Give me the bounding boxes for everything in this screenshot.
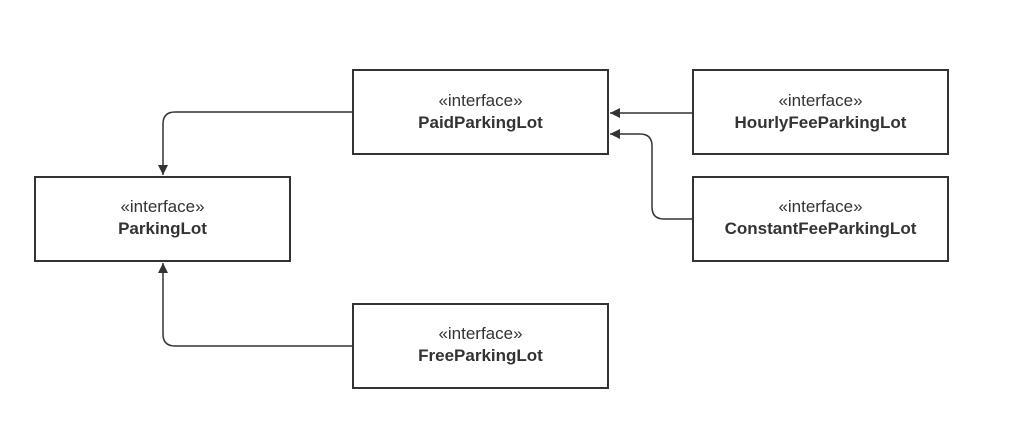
paid-parking-lot-name: PaidParkingLot: [418, 113, 543, 132]
parking-lot-name: ParkingLot: [118, 219, 207, 238]
free-parking-lot-name: FreeParkingLot: [418, 346, 543, 365]
paid-parking-lot-stereotype: «interface»: [438, 91, 522, 110]
constant-fee-parking-lot-stereotype: «interface»: [778, 197, 862, 216]
edge-constant-to-paid: [610, 129, 693, 220]
node-parking-lot: «interface» ParkingLot: [34, 176, 291, 262]
edge-free-to-parking: [158, 263, 353, 347]
node-paid-parking-lot: «interface» PaidParkingLot: [352, 69, 609, 155]
free-parking-lot-stereotype: «interface»: [438, 324, 522, 343]
parking-lot-stereotype: «interface»: [120, 197, 204, 216]
node-hourly-fee-parking-lot: «interface» HourlyFeeParkingLot: [692, 69, 949, 155]
hourly-fee-parking-lot-stereotype: «interface»: [778, 91, 862, 110]
hourly-fee-parking-lot-name: HourlyFeeParkingLot: [735, 113, 907, 132]
edges: [158, 108, 693, 347]
edge-paid-to-parking: [158, 111, 353, 175]
node-constant-fee-parking-lot: «interface» ConstantFeeParkingLot: [692, 176, 949, 262]
node-free-parking-lot: «interface» FreeParkingLot: [352, 303, 609, 389]
constant-fee-parking-lot-name: ConstantFeeParkingLot: [725, 219, 917, 238]
